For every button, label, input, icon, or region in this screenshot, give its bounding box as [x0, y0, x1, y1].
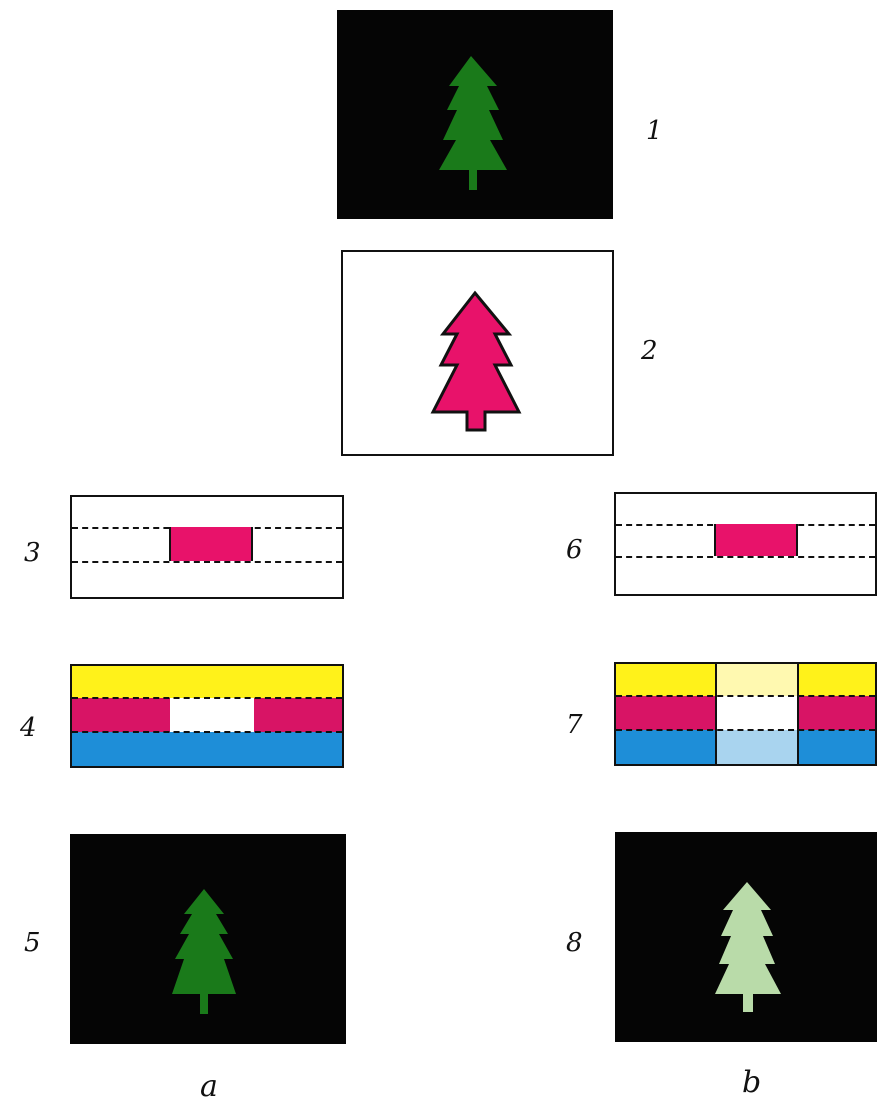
label-6: 6 [566, 535, 583, 565]
tree-icon [430, 290, 522, 432]
label-2: 2 [641, 336, 658, 366]
panel-5-green-tree-on-black [70, 834, 346, 1044]
column-edge [797, 664, 799, 764]
panel-1-green-tree-on-black [337, 10, 613, 219]
caption-a: a [200, 1069, 218, 1104]
bleached-gap [170, 698, 254, 732]
bleached-gap [716, 696, 798, 730]
tree-icon [172, 889, 236, 1014]
label-1: 1 [646, 116, 663, 146]
dashed-line [616, 556, 875, 558]
tree-icon [439, 56, 507, 190]
panel-6-magenta-patch [614, 492, 877, 596]
pale-cyan-column [716, 730, 798, 764]
label-5: 5 [24, 928, 41, 958]
label-3: 3 [24, 538, 41, 568]
cyan-layer [72, 732, 342, 766]
panel-8-pale-tree-on-black [615, 832, 877, 1042]
panel-3-magenta-patch [70, 495, 344, 599]
dashed-line [72, 561, 342, 563]
caption-b: b [742, 1065, 762, 1100]
pale-yellow-column [716, 664, 798, 696]
tree-icon [715, 882, 781, 1012]
yellow-layer [72, 666, 342, 698]
panel-2-magenta-tree-on-white [341, 250, 614, 456]
label-8: 8 [566, 928, 583, 958]
magenta-patch [169, 527, 253, 561]
panel-4-film-layers [70, 664, 344, 768]
column-edge [715, 664, 717, 764]
dashed-line [72, 731, 342, 733]
label-7: 7 [566, 710, 583, 740]
dashed-line [72, 697, 342, 699]
dashed-line [616, 695, 875, 697]
label-4: 4 [20, 713, 37, 743]
magenta-patch [714, 524, 798, 556]
panel-7-film-layers [614, 662, 877, 766]
dashed-line [616, 729, 875, 731]
